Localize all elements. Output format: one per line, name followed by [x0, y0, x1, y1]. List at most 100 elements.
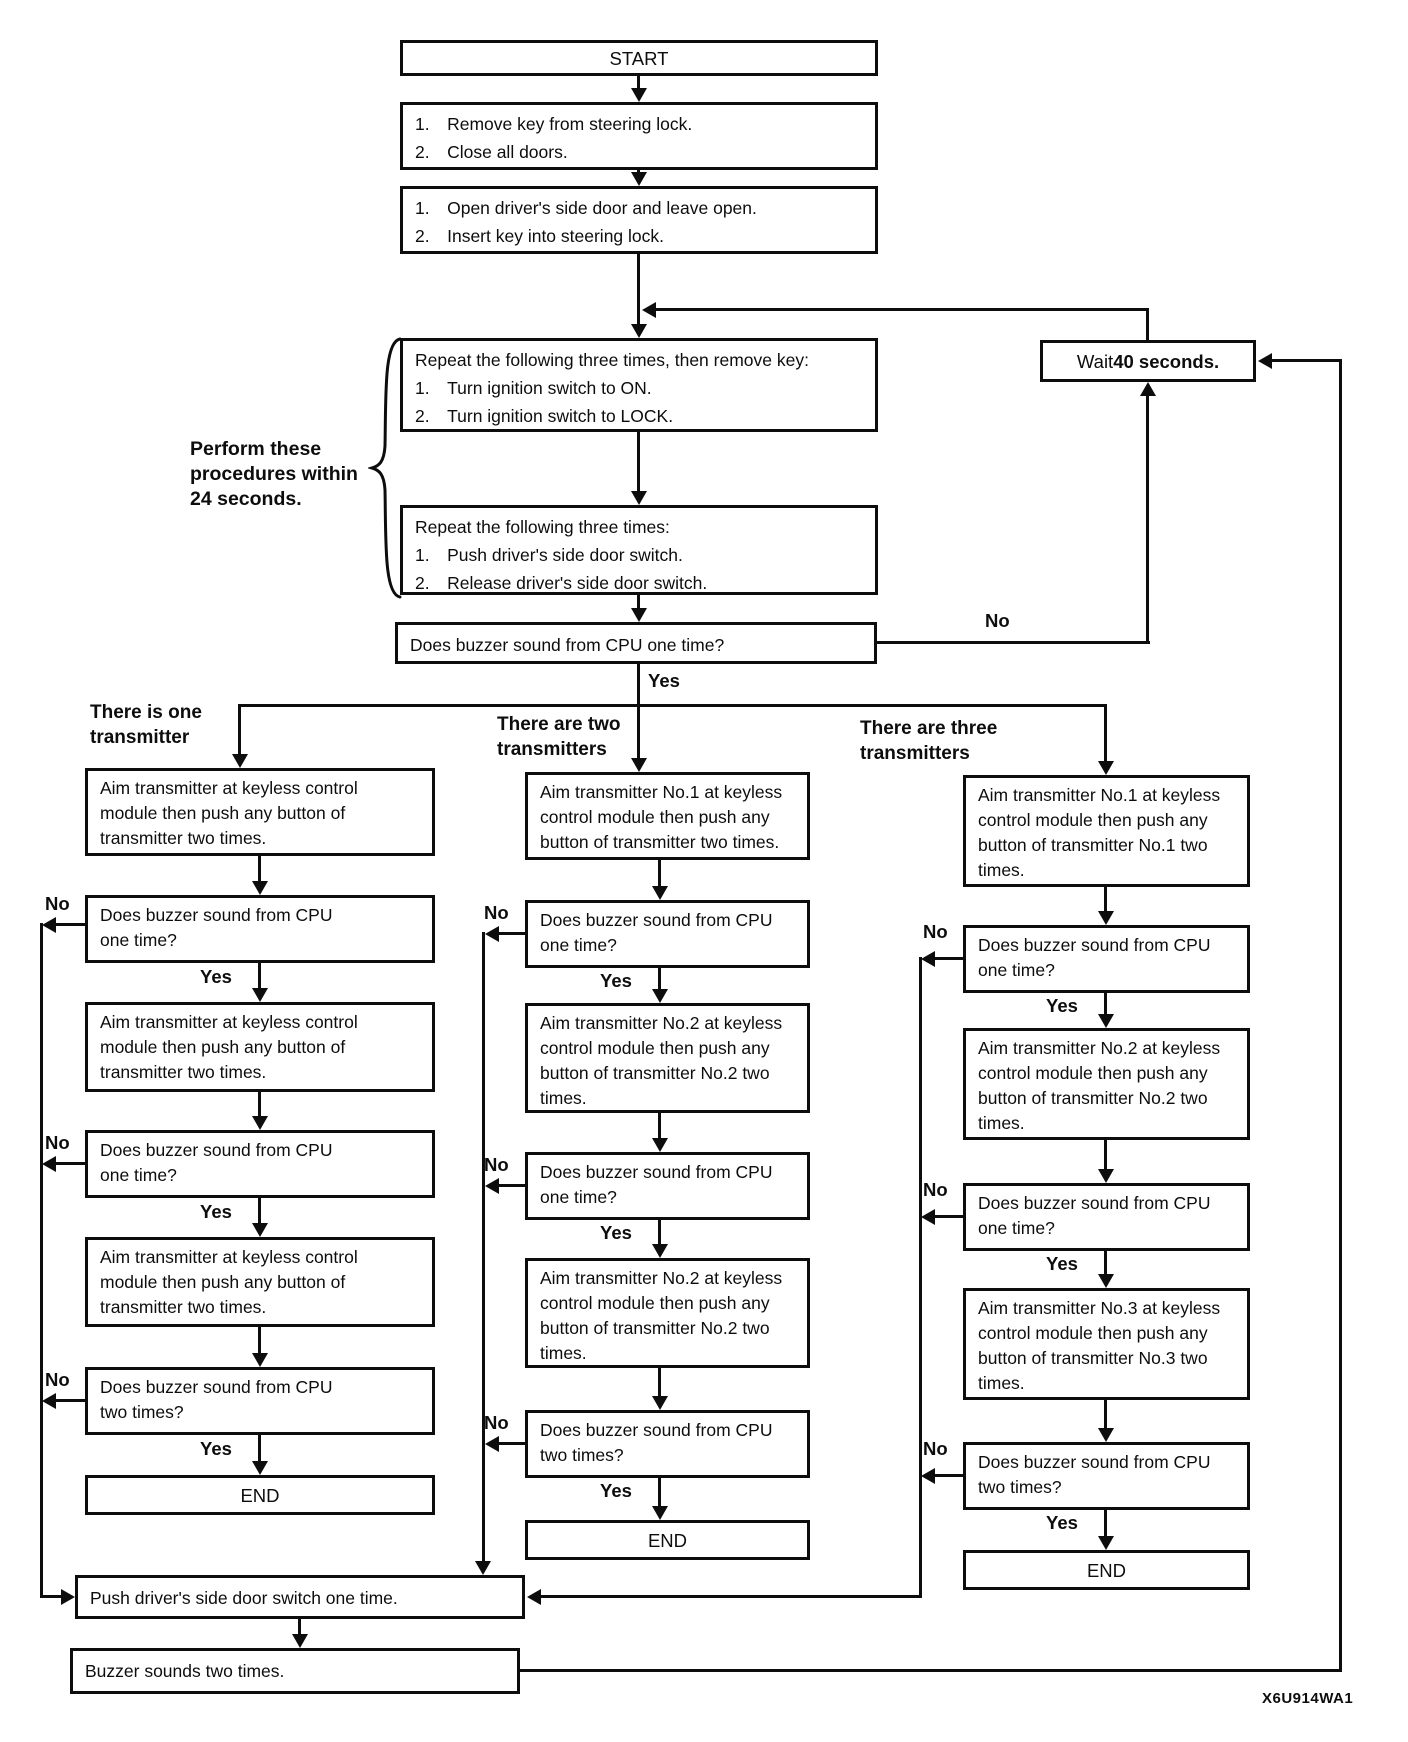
branch-two-buzzer-2-box: Does buzzer sound from CPU one time?: [525, 1152, 810, 1220]
step-ignition-box: Repeat the following three times, then r…: [400, 338, 878, 432]
branch-one-buzzer-3-box: Does buzzer sound from CPU two times?: [85, 1367, 435, 1435]
arrow-down: [1098, 911, 1114, 925]
connector-line: [658, 1113, 661, 1138]
no-label: No: [484, 902, 509, 923]
step-door-switch-box: Repeat the following three times: 1. Pus…: [400, 505, 878, 595]
arrow-down: [631, 608, 647, 622]
no-rail-line: [40, 923, 43, 1598]
no-stub-line: [935, 957, 963, 960]
no-stub-line: [56, 1399, 85, 1402]
branch-three-aim-1-box: Aim transmitter No.1 at keyless control …: [963, 775, 1250, 887]
arrow-down: [631, 758, 647, 772]
arrow-left: [42, 917, 56, 933]
no-label: No: [923, 921, 948, 942]
connector-line: [637, 664, 640, 706]
branch-one-end-box: END: [85, 1475, 435, 1515]
branch-one-aim-1-box: Aim transmitter at keyless control modul…: [85, 768, 435, 856]
connector-line: [1104, 1251, 1107, 1274]
connector-line: [658, 1368, 661, 1396]
yes-label: Yes: [600, 970, 632, 991]
branch-two-header: There are two transmitters: [497, 714, 621, 760]
loop-line: [1272, 359, 1342, 362]
no-label: No: [45, 893, 70, 914]
arrow-down: [1098, 761, 1114, 775]
connector-line: [637, 595, 640, 608]
arrow-down: [1098, 1014, 1114, 1028]
arrow-left: [1258, 353, 1272, 369]
connector-line: [1104, 1510, 1107, 1536]
branch-three-buzzer-1-box: Does buzzer sound from CPU one time?: [963, 925, 1250, 993]
arrow-down: [631, 491, 647, 505]
connector-line: [637, 432, 640, 491]
arrow-down: [652, 1244, 668, 1258]
loop-line: [520, 1669, 1342, 1672]
connector-line: [1104, 1400, 1107, 1428]
arrow-down: [1098, 1274, 1114, 1288]
arrow-down: [475, 1561, 491, 1575]
connector-line: [658, 968, 661, 989]
branch-one-buzzer-1-box: Does buzzer sound from CPU one time?: [85, 895, 435, 963]
connector-line: [1104, 1140, 1107, 1169]
arrow-down: [1098, 1536, 1114, 1550]
arrow-down: [652, 886, 668, 900]
yes-label: Yes: [200, 966, 232, 987]
arrow-left: [921, 951, 935, 967]
yes-label: Yes: [600, 1480, 632, 1501]
arrow-down: [652, 1396, 668, 1410]
branch-two-end-box: END: [525, 1520, 810, 1560]
arrow-left: [921, 1468, 935, 1484]
arrow-down: [252, 1353, 268, 1367]
arrow-down: [652, 989, 668, 1003]
wait-top-line: [1146, 308, 1149, 340]
no-label: No: [985, 610, 1010, 631]
no-stub-line: [499, 1442, 525, 1445]
arrow-right: [61, 1589, 75, 1605]
no-rail-line: [40, 1595, 61, 1598]
arrow-left-merge: [642, 302, 656, 318]
no-label: No: [923, 1179, 948, 1200]
arrow-left: [527, 1589, 541, 1605]
arrow-left: [485, 926, 499, 942]
arrow-down: [252, 1116, 268, 1130]
split-drop-right: [1104, 704, 1107, 761]
branch-one-buzzer-2-box: Does buzzer sound from CPU one time?: [85, 1130, 435, 1198]
arrow-left: [42, 1156, 56, 1172]
no-stub-line: [935, 1474, 963, 1477]
arrow-left: [42, 1393, 56, 1409]
branch-one-aim-2-box: Aim transmitter at keyless control modul…: [85, 1002, 435, 1092]
arrow-down: [252, 988, 268, 1002]
arrow-down: [631, 88, 647, 102]
connector-line: [637, 254, 640, 324]
connector-line: [258, 1198, 261, 1223]
arrow-down: [252, 1223, 268, 1237]
branch-two-buzzer-1-box: Does buzzer sound from CPU one time?: [525, 900, 810, 968]
buzzer-sounds-box: Buzzer sounds two times.: [70, 1648, 520, 1694]
push-door-switch-box: Push driver's side door switch one time.: [75, 1575, 525, 1619]
connector-line: [258, 963, 261, 988]
arrow-down: [631, 172, 647, 186]
brace-icon: [368, 337, 402, 599]
wait-seconds-label: 40 seconds.: [1113, 350, 1220, 372]
buzzer-check-main-box: Does buzzer sound from CPU one time?: [395, 622, 877, 664]
start-box: START: [400, 40, 878, 76]
arrow-down: [631, 324, 647, 338]
merge-line: [656, 308, 1149, 311]
wait-box: Wait 40 seconds.: [1040, 340, 1256, 382]
yes-label: Yes: [200, 1201, 232, 1222]
no-stub-line: [499, 1184, 525, 1187]
no-label: No: [923, 1438, 948, 1459]
no-label: No: [484, 1412, 509, 1433]
connector-line: [1104, 887, 1107, 911]
branch-three-header: There are three transmitters: [860, 718, 998, 764]
arrow-left: [921, 1209, 935, 1225]
branch-three-buzzer-2-box: Does buzzer sound from CPU one time?: [963, 1183, 1250, 1251]
no-rail-line: [1146, 396, 1149, 643]
branch-three-aim-2-box: Aim transmitter No.2 at keyless control …: [963, 1028, 1250, 1140]
no-stub-line: [56, 1162, 85, 1165]
arrow-down: [252, 1461, 268, 1475]
yes-label: Yes: [200, 1438, 232, 1459]
no-stub-line: [499, 932, 525, 935]
yes-label: Yes: [1046, 995, 1078, 1016]
arrow-down: [232, 754, 248, 768]
connector-line: [658, 860, 661, 886]
